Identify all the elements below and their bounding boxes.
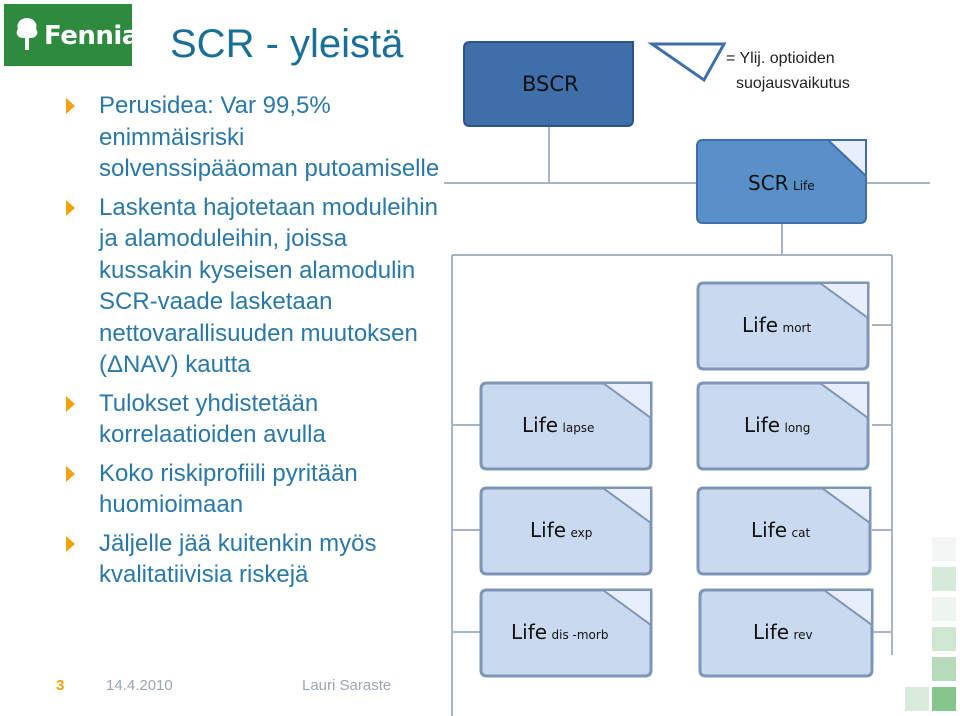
footer-date: 14.4.2010 [106,677,173,694]
legend-line-2: suojausvaikutus [736,75,850,92]
footer-author: Lauri Saraste [302,677,392,694]
bullet-item: Laskenta hajotetaan moduleihin ja alamod… [66,192,446,381]
bullet-arrow-icon [66,199,75,216]
bullet-item: Jäljelle jää kuitenkin myös kvalitatiivi… [66,528,446,591]
fennia-tree-icon [16,18,38,50]
module-box-lapse [479,381,653,471]
scr-life-label: SCR Life [748,171,815,195]
module-label-exp: Life exp [530,518,593,542]
module-label-dis-morb: Life dis -morb [511,620,609,644]
module-label-lapse: Life lapse [522,413,595,437]
bscr-box [463,41,634,127]
legend: = Ylij. optioiden suojausvaikutus [726,46,850,96]
bullet-list: Perusidea: Var 99,5% enimmäisriski solve… [66,90,446,598]
scr-life-box [696,139,867,224]
page-number: 3 [56,677,65,694]
module-label-rev: Life rev [753,620,813,644]
module-box-long [696,381,870,471]
bullet-arrow-icon [66,98,75,114]
module-label-long: Life long [744,413,811,437]
bullet-item: Perusidea: Var 99,5% enimmäisriski solve… [66,90,446,185]
module-corner-folds [599,282,873,627]
module-boxes [479,281,874,678]
bscr-label: BSCR [522,72,579,96]
module-box-mort [696,281,870,371]
legend-corner-icon [647,42,727,83]
legend-line-1: = Ylij. optioiden [726,50,835,67]
module-box-dis-morb [479,588,653,678]
bullet-arrow-icon [66,535,75,552]
module-box-rev [698,588,874,678]
module-box-cat [696,486,872,576]
bullet-arrow-icon [66,465,75,482]
module-box-exp [479,486,653,576]
slide-title: SCR - yleistä [170,22,404,66]
module-label-mort: Life mort [742,313,812,337]
fennia-logo: Fennia [4,4,139,66]
module-label-cat: Life cat [751,518,811,542]
bullet-item: Tulokset yhdistetään korrelaatioiden avu… [66,388,446,451]
logo-name: Fennia [44,21,139,51]
bullet-item: Koko riskiprofiili pyritään huomioimaan [66,458,446,521]
decorative-squares [905,537,956,711]
bullet-arrow-icon [66,395,75,412]
